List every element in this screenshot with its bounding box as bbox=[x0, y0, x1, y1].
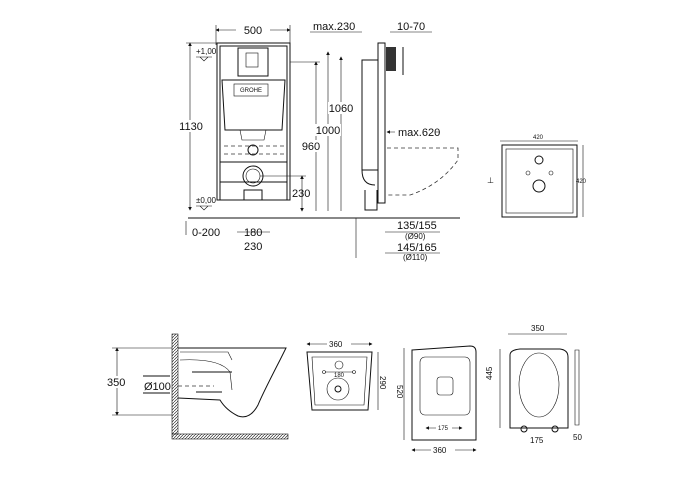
adjust-0-200-label: 0-200 bbox=[192, 227, 220, 239]
level-marker-icon: ⊥ bbox=[487, 176, 494, 185]
bowl-top-view: 175 520 360 bbox=[395, 345, 477, 456]
dim-1060-label: 1060 bbox=[329, 103, 353, 115]
flush-plate-opening bbox=[237, 47, 269, 77]
bowl-side-view: 350 Ø100 bbox=[106, 333, 289, 440]
frame-width-label: 500 bbox=[244, 25, 262, 37]
dim-1000-label: 1000 bbox=[316, 125, 340, 137]
seat-thickness-label: 50 bbox=[573, 433, 582, 442]
seat-length-label: 445 bbox=[485, 366, 494, 380]
dim-145-165-label: 145/165 bbox=[397, 242, 437, 254]
grohe-logo bbox=[233, 83, 269, 97]
outlet-diameter-label: Ø100 bbox=[144, 381, 171, 393]
level-top-label: +1,00 bbox=[196, 47, 217, 56]
bowl-length-label: 520 bbox=[395, 385, 404, 399]
logo-text: GROHE bbox=[240, 88, 262, 94]
dim-960-label: 960 bbox=[302, 141, 320, 153]
dim-230-width-label: 230 bbox=[244, 241, 262, 253]
dia-90-label: (Ø90) bbox=[405, 232, 426, 241]
dim-180-label: 180 bbox=[244, 227, 262, 239]
total-height-label: 1130 bbox=[179, 121, 203, 133]
dim-135-155-label: 135/155 bbox=[397, 220, 437, 232]
level-zero-label: ±0,00 bbox=[196, 196, 217, 205]
max-620-label: max.620 bbox=[398, 127, 440, 139]
back-height-label: 290 bbox=[378, 376, 387, 390]
mounting-plate-view: 420 420 ⊥ bbox=[487, 135, 587, 218]
plate-height-label: 420 bbox=[576, 179, 587, 185]
dia-110-label: (Ø110) bbox=[403, 253, 428, 262]
dim-230-height-label: 230 bbox=[292, 188, 310, 200]
range-10-70-label: 10-70 bbox=[397, 21, 425, 33]
plate-width-label: 420 bbox=[533, 135, 544, 141]
frame-side-view: max.230 10-70 max.620 135/155 (Ø90) 145/… bbox=[310, 21, 459, 262]
bowl-back-view: 360 180 290 bbox=[306, 338, 387, 411]
hole-spacing-label: 180 bbox=[334, 373, 345, 379]
max-230-label: max.230 bbox=[313, 21, 355, 33]
bolt-spacing-label: 175 bbox=[438, 426, 449, 432]
frame-front-view: 500 GROHE +1,00 ±0,00 1130 960 bbox=[178, 24, 460, 253]
back-width-label: 360 bbox=[329, 340, 343, 349]
bowl-height-label: 350 bbox=[107, 377, 125, 389]
hinge-spacing-label: 175 bbox=[530, 436, 544, 445]
bowl-width-label: 360 bbox=[433, 446, 447, 455]
seat-view: 350 175 445 50 bbox=[485, 324, 582, 445]
seat-width-label: 350 bbox=[531, 324, 545, 333]
